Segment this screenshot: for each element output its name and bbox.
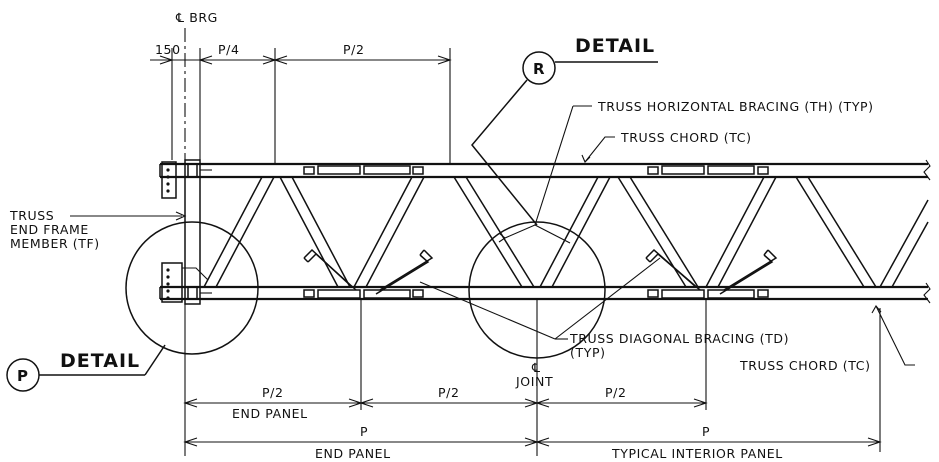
cl-joint-label: JOINT	[515, 374, 553, 389]
td-line1: TRUSS DIAGONAL BRACING (TD)	[569, 331, 789, 346]
dim-p2-top: P/2	[343, 42, 365, 57]
detail-p-word: DETAIL	[60, 350, 140, 372]
td-leaders	[419, 257, 661, 340]
th-label: TRUSS HORIZONTAL BRACING (TH) (TYP)	[597, 99, 874, 114]
detail-p-letter: P	[17, 367, 28, 385]
diagonal-bracing-members	[303, 248, 778, 295]
dim-150: 150	[155, 42, 181, 57]
detail-r-letter: R	[533, 60, 545, 78]
th-leader	[498, 105, 592, 244]
tf-leader	[70, 211, 187, 221]
detail-circle-p	[125, 221, 259, 355]
tc-bottom-label: TRUSS CHORD (TC)	[739, 358, 871, 373]
dim-p-a: P	[360, 424, 368, 439]
bottom-bracing-plates	[303, 289, 769, 299]
dim-p4: P/4	[218, 42, 240, 57]
detail-r-word: DETAIL	[575, 35, 655, 57]
cl-brg-label: ℄ BRG	[175, 10, 218, 25]
end-panel-small: END PANEL	[232, 406, 308, 421]
dim-p2-b: P/2	[438, 385, 460, 400]
top-chord	[159, 162, 928, 179]
bottom-dimension-lines	[183, 299, 882, 452]
chord-break-marks	[923, 159, 931, 304]
tf-line1: TRUSS	[9, 208, 54, 223]
tc-bottom-leader	[871, 305, 915, 366]
dim-p2-c: P/2	[605, 385, 627, 400]
top-bracing-plates	[303, 165, 769, 175]
typical-interior-panel-label: TYPICAL INTERIOR PANEL	[611, 446, 783, 461]
dim-p2-a: P/2	[262, 385, 284, 400]
end-frame-member	[184, 159, 212, 305]
tc-top-label: TRUSS CHORD (TC)	[620, 130, 752, 145]
end-plate-bottom	[161, 262, 209, 303]
tf-line3: MEMBER (TF)	[10, 236, 100, 251]
td-line2: (TYP)	[570, 345, 606, 360]
end-panel-label: END PANEL	[315, 446, 391, 461]
detail-p-marker	[6, 344, 166, 392]
dim-p-b: P	[702, 424, 710, 439]
web-diagonals	[203, 176, 929, 288]
end-plate-top	[161, 161, 177, 199]
top-dimension-lines	[150, 48, 452, 164]
detail-r-marker	[471, 51, 658, 226]
bottom-chord	[159, 285, 928, 301]
tc-top-leader	[581, 136, 615, 163]
cl-joint-symbol: ℄	[531, 360, 541, 375]
tf-line2: END FRAME	[10, 222, 89, 237]
